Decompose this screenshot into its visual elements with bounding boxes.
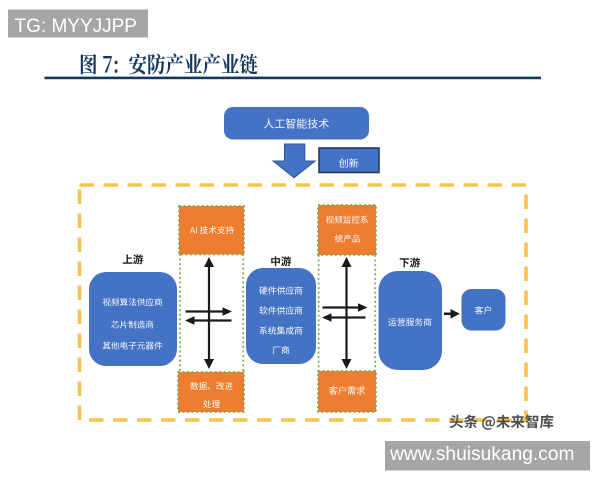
svg-text:www.shuisukang.com: www.shuisukang.com: [389, 443, 574, 465]
svg-text:TG: MYYJJPP: TG: MYYJJPP: [15, 16, 137, 37]
